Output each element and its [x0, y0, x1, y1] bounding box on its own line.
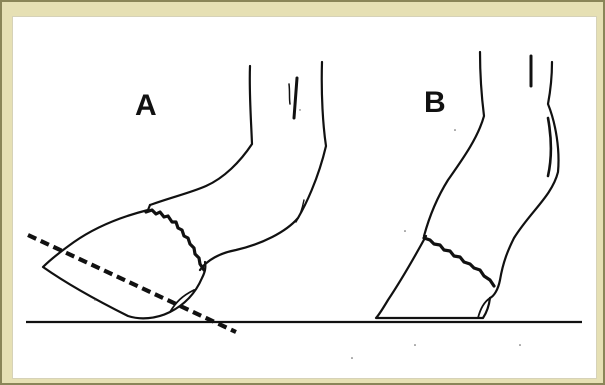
hoof-a-coronary-band	[146, 210, 204, 270]
hoof-b-wall	[376, 236, 490, 318]
hoof-b-tendon-mark-2	[548, 118, 551, 176]
hoof-b-coronary-band	[424, 238, 494, 286]
hoof-a-leg-back-outline	[200, 62, 326, 270]
hoof-a-wall	[43, 205, 205, 318]
figure-label-b: B	[424, 86, 446, 119]
hoof-a	[43, 62, 326, 318]
hoof-a-tendon-mark-2	[289, 84, 290, 104]
figure-label-a: A	[135, 89, 157, 122]
hoof-b-leg-back-outline	[490, 62, 559, 298]
hoof-a-leg-front-outline	[150, 66, 252, 205]
hoof-b	[376, 52, 559, 318]
hoof-a-tendon-mark	[294, 78, 297, 118]
hoof-b-leg-front-outline	[424, 52, 484, 236]
